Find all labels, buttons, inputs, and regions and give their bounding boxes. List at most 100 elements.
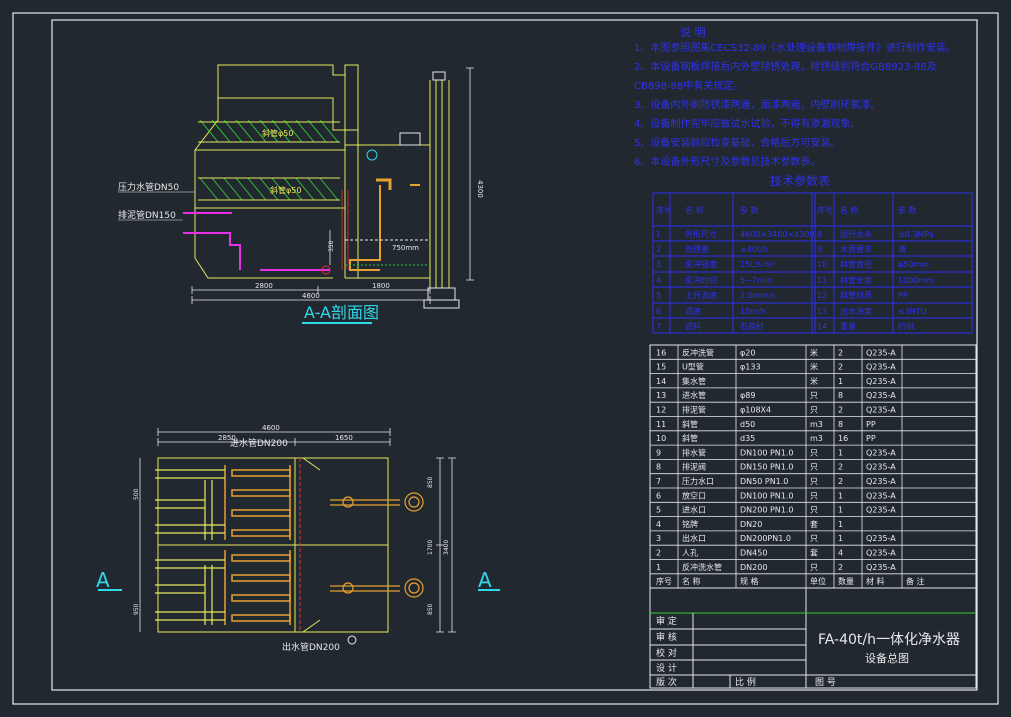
tech-cell: ≤0.3MPa bbox=[898, 230, 934, 239]
tech-cell: 15L/s·m² bbox=[740, 260, 775, 269]
parts-cell: DN200 bbox=[740, 563, 767, 572]
parts-header-cell: 数量 bbox=[838, 576, 854, 586]
plan-view-drawing bbox=[98, 428, 500, 645]
tech-table-title: 技术参数表 bbox=[770, 173, 830, 188]
parts-cell: 套 bbox=[810, 548, 818, 558]
parts-cell: 人孔 bbox=[682, 549, 698, 558]
tech-cell: 9 bbox=[817, 245, 822, 254]
tech-cell: 14 bbox=[817, 322, 827, 331]
tech-cell: 运行水头 bbox=[840, 229, 872, 239]
parts-cell: 16 bbox=[838, 434, 848, 443]
parts-table-lines bbox=[649, 345, 977, 589]
parts-cell: 放空口 bbox=[682, 490, 706, 500]
tb-label-review: 审 核 bbox=[656, 631, 677, 643]
parts-cell: d50 bbox=[740, 420, 755, 429]
dim-850b: 850 bbox=[427, 603, 434, 615]
parts-cell: DN150 PN1.0 bbox=[740, 463, 794, 472]
section-aa-title: A-A剖面图 bbox=[304, 303, 379, 322]
parts-cell: 只 bbox=[810, 506, 818, 515]
tech-cell: 重量 bbox=[840, 321, 856, 331]
tech-cell: 出水浊度 bbox=[840, 306, 872, 316]
parts-cell: 8 bbox=[838, 420, 843, 429]
parts-cell: m3 bbox=[810, 420, 823, 429]
tech-cell: 滤速 bbox=[685, 306, 701, 316]
parts-cell: 5 bbox=[656, 506, 661, 515]
parts-cell: φ133 bbox=[740, 363, 761, 372]
tech-header-cell: 名 称 bbox=[685, 205, 704, 215]
parts-cell: 4 bbox=[838, 549, 843, 558]
tech-cell: 滤料 bbox=[685, 321, 701, 331]
label-incline-tube-2: 斜管φ50 bbox=[270, 185, 301, 195]
parts-cell: 14 bbox=[656, 377, 666, 386]
tech-cell: 3 bbox=[656, 260, 661, 269]
parts-cell: 米 bbox=[810, 362, 818, 372]
parts-header-cell: 单位 bbox=[810, 576, 826, 586]
parts-cell: 6 bbox=[656, 491, 661, 500]
note-line-2: 2、本设备钢板焊接后内外壁除锈处理，除锈级别符合GB8923-88及 bbox=[634, 60, 937, 73]
section-marker-right: A bbox=[478, 568, 492, 592]
dim-850: 850 bbox=[427, 476, 434, 488]
parts-cell: Q235-A bbox=[866, 563, 896, 572]
parts-cell: Q235-A bbox=[866, 477, 896, 486]
parts-cell: 反冲洗管 bbox=[682, 347, 714, 357]
dim-right-plan: 1650 bbox=[335, 434, 353, 442]
dim-1700: 1700 bbox=[427, 540, 434, 555]
tech-cell: ≥40t/h bbox=[740, 245, 768, 254]
outer-frame bbox=[12, 12, 999, 705]
parts-cell: DN450 bbox=[740, 549, 767, 558]
dim-950: 950 bbox=[133, 603, 140, 615]
dim-350: 350 bbox=[328, 240, 335, 252]
tb-subtitle: 设备总图 bbox=[865, 651, 909, 665]
parts-cell: 进水口 bbox=[682, 505, 706, 515]
plan-laterals-upper bbox=[224, 465, 291, 540]
parts-cell: 1 bbox=[838, 448, 843, 457]
parts-cell: 套 bbox=[810, 519, 818, 529]
label-pressure-pipe: 压力水管DN50 bbox=[118, 181, 179, 193]
parts-cell: φ108X4 bbox=[740, 406, 771, 415]
parts-header-cell: 规 格 bbox=[740, 576, 759, 586]
label-incline-tube-1: 斜管φ50 bbox=[262, 128, 293, 138]
parts-cell: 2 bbox=[838, 348, 843, 357]
parts-cell: 12 bbox=[656, 406, 666, 415]
parts-cell: DN100 PN1.0 bbox=[740, 491, 794, 500]
tech-cell: 清 bbox=[898, 244, 906, 254]
tech-cell: 12 bbox=[817, 291, 827, 300]
note-line-1: 1、本图参照图集CECS32-89《水处理设备钢制焊接件》进行制作安装。 bbox=[634, 41, 956, 54]
dim-total-aa: 4600 bbox=[302, 292, 320, 300]
parts-cell: 反冲洗水管 bbox=[682, 562, 722, 572]
tech-cell: 10m/h bbox=[740, 307, 766, 316]
parts-cell: d35 bbox=[740, 434, 755, 443]
tech-cell: PP bbox=[898, 291, 908, 300]
tech-cell: 4600×3400×4300 bbox=[740, 230, 814, 239]
parts-cell: 8 bbox=[656, 463, 661, 472]
section-aa-labels: 压力水管DN50 排泥管DN150 斜管φ50 斜管φ50 4300 2800 … bbox=[118, 128, 484, 324]
parts-cell: 2 bbox=[656, 549, 661, 558]
tech-cell: 1000mm bbox=[898, 276, 934, 285]
tech-cell: 上升流速 bbox=[685, 290, 717, 300]
parts-cell: Q235-A bbox=[866, 549, 896, 558]
parts-cell: 7 bbox=[656, 477, 661, 486]
parts-cell: 出水口 bbox=[682, 533, 706, 543]
parts-cell: 只 bbox=[810, 491, 818, 500]
parts-cell: 只 bbox=[810, 534, 818, 543]
tech-cell: 4 bbox=[656, 276, 661, 285]
tech-header-cell: 序号 bbox=[656, 205, 672, 215]
note-line-6: 5、设备安装前应检查基础，合格后方可安装。 bbox=[634, 136, 840, 149]
parts-cell: 斜管 bbox=[682, 419, 698, 429]
dim-750: 750mm bbox=[392, 244, 419, 252]
parts-cell: 11 bbox=[656, 420, 666, 429]
plan-view-labels: 进水管DN200 出水管DN200 4600 2850 1650 500 850… bbox=[96, 424, 492, 653]
tb-label-design: 设 计 bbox=[656, 662, 677, 674]
note-line-5: 4、设备制作完毕应做试水试验，不得有渗漏现象。 bbox=[634, 117, 860, 130]
dim-left-plan: 2850 bbox=[218, 434, 236, 442]
parts-cell: 进水管 bbox=[682, 390, 706, 400]
parts-cell: 1 bbox=[838, 491, 843, 500]
notes-title: 说 明 bbox=[680, 25, 706, 39]
parts-cell: 2 bbox=[838, 406, 843, 415]
tech-cell: 水质要求 bbox=[840, 244, 872, 254]
parts-cell: φ20 bbox=[740, 348, 755, 357]
parts-cell: 压力水口 bbox=[682, 476, 714, 486]
parts-cell: Q235-A bbox=[866, 348, 896, 357]
parts-cell: 1 bbox=[838, 534, 843, 543]
